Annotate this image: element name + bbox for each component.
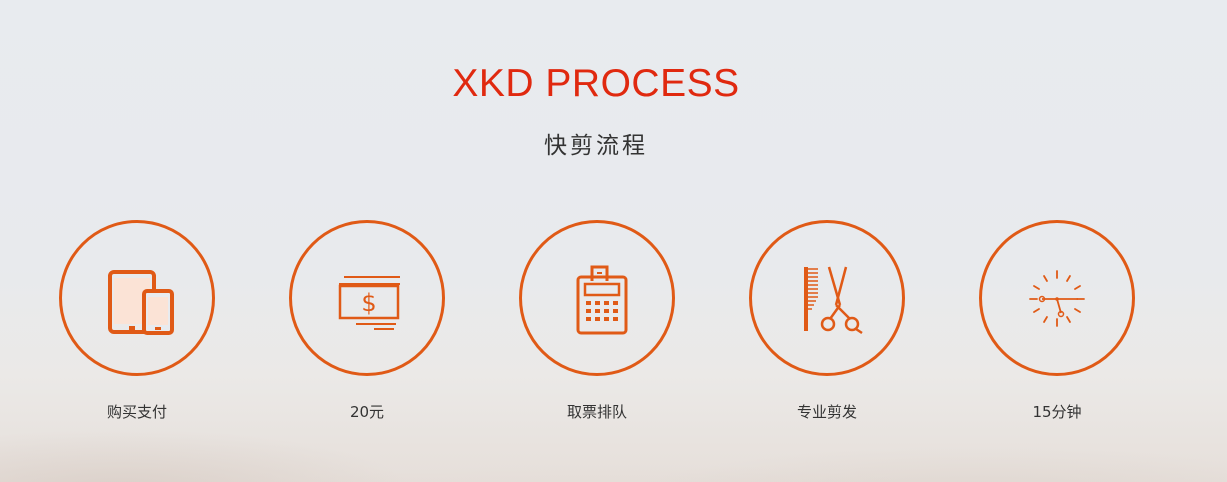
section-title: XKD PROCESS <box>452 62 740 105</box>
step-circle <box>519 220 675 376</box>
step-label: 15分钟 <box>1032 403 1082 421</box>
step-label: 购买支付 <box>106 403 167 421</box>
step-circle <box>979 220 1135 376</box>
step-circle: $ <box>289 220 445 376</box>
dollar-screen-icon: $ <box>338 276 400 330</box>
step-label: 20元 <box>349 403 385 421</box>
process-step-duration: 15分钟 <box>979 220 1135 421</box>
step-circle <box>749 220 905 376</box>
process-step-price: $ 20元 <box>289 220 445 421</box>
devices-icon <box>108 270 174 335</box>
comb-scissors-icon <box>804 266 863 335</box>
process-step-ticket: 取票排队 <box>519 220 675 421</box>
clock-icon <box>1029 270 1085 327</box>
step-label: 取票排队 <box>566 403 627 421</box>
ticket-machine-icon <box>576 265 628 335</box>
svg-text:$: $ <box>361 289 376 317</box>
step-circle <box>59 220 215 376</box>
process-step-purchase: 购买支付 <box>59 220 215 421</box>
step-label: 专业剪发 <box>796 403 857 421</box>
process-step-haircut: 专业剪发 <box>749 220 905 421</box>
section-subtitle: 快剪流程 <box>544 133 648 159</box>
